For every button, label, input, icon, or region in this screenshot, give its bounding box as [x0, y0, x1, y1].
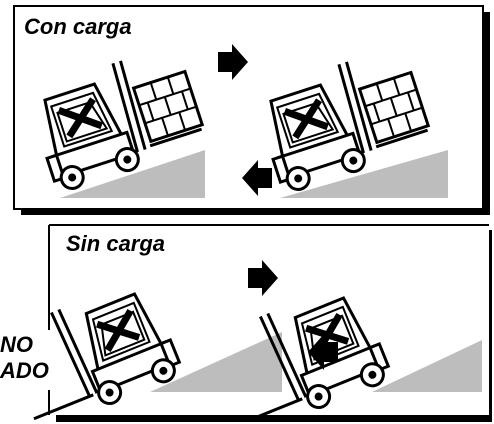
unloaded-panel-title: Sin carga — [66, 231, 165, 256]
forklift-empty-downhill-forward — [33, 275, 184, 421]
loaded-panel: Con carga — [13, 5, 490, 215]
forklift-empty-downhill-reverse — [251, 279, 393, 421]
loaded-panel-title: Con carga — [24, 14, 132, 39]
ramp-left-bottom — [150, 332, 282, 392]
ramp-right-top — [280, 150, 448, 198]
ramp-left-top — [60, 150, 205, 198]
side-label-line1: NO — [0, 332, 33, 357]
ramp-right-bottom — [372, 340, 482, 392]
unloaded-panel: Sin carga — [33, 224, 492, 422]
side-label-line2: ADO — [0, 358, 49, 383]
